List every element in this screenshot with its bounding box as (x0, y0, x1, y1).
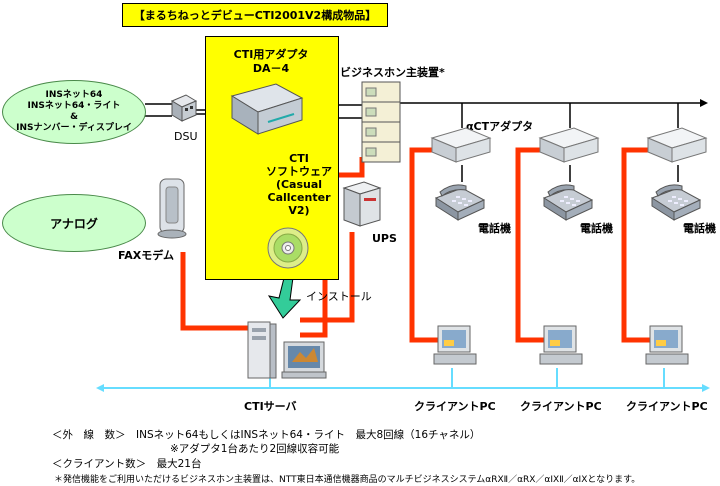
cd-rom-icon (267, 227, 309, 269)
note-line-adapter: ※アダプタ1台あたり2回線収容可能 (170, 443, 340, 455)
fax-modem-device (157, 178, 187, 239)
client-pc-icon-1 (433, 325, 477, 365)
lan-arrow-left (96, 384, 104, 392)
install-label: インストール (306, 290, 372, 303)
telephone-label-3: 電話機 (683, 222, 716, 235)
note-line-clients: ＜クライアント数＞ 最大21台 (52, 458, 202, 470)
red-adapter-line-2 (515, 147, 545, 343)
dsu-device (170, 94, 198, 122)
business-phone-label: ビジネスホン主装置* (340, 66, 445, 79)
red-adapter-line-1 (409, 147, 440, 343)
cti-adapter-device (230, 83, 304, 135)
telephone-icon-2 (542, 184, 594, 221)
ct-adapter-device-3 (646, 127, 708, 163)
bus-arrow (700, 99, 708, 107)
client-pc-label-1: クライアントPC (414, 400, 496, 413)
diagram-title: 【まるちねっとデビューCTI2001V2構成物品】 (122, 3, 388, 27)
red-fax-line (180, 252, 250, 331)
red-adapter-line-3 (621, 147, 652, 343)
telephone-icon-1 (434, 184, 486, 221)
client-pc-icon-3 (645, 325, 689, 365)
software-label: CTI ソフトウェア (Casual Callcenter V2) (266, 152, 332, 217)
business-phone-main-unit (361, 81, 401, 163)
ups-label: UPS (372, 232, 397, 245)
red-ups-line (300, 232, 355, 323)
note-line-footnote: ＊発信機能をご利用いただけるビジネスホン主装置は、NTT東日本通信機器商品のマル… (54, 475, 641, 485)
telephone-label-1: 電話機 (478, 222, 511, 235)
telephone-icon-3 (650, 184, 702, 221)
adapter-label: CTI用アダプタ DA－4 (233, 48, 309, 75)
client-pc-label-2: クライアントPC (520, 400, 602, 413)
cti-server-device (247, 321, 327, 379)
ct-adapter-device-2 (538, 127, 600, 163)
ct-adapter-label: αCTアダプタ (466, 120, 534, 133)
ct-adapter-device-1 (430, 127, 492, 163)
client-pc-label-3: クライアントPC (626, 400, 708, 413)
ups-device (342, 181, 382, 227)
cti-server-label: CTIサーバ (244, 400, 297, 413)
dsu-label: DSU (174, 130, 198, 143)
lan-arrow-right (702, 384, 710, 392)
ins-network-ellipse: INSネット64 INSネット64・ライト & INSナンバー・ディスプレイ (2, 80, 146, 144)
fax-modem-label: FAXモデム (118, 249, 175, 262)
analog-ellipse: アナログ (2, 194, 146, 252)
note-line-trunks: ＜外 線 数＞ INSネット64もしくはINSネット64・ライト 最大8回線（1… (52, 429, 481, 441)
client-pc-icon-2 (539, 325, 583, 365)
telephone-label-2: 電話機 (580, 222, 613, 235)
